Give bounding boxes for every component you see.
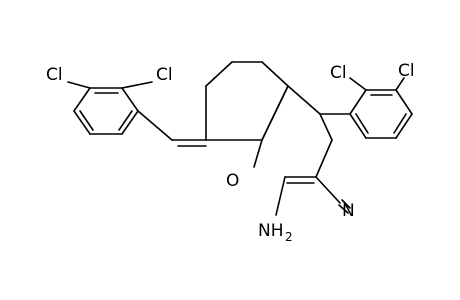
amino-nh-label: NH: [258, 221, 284, 241]
fusion-double-bond: [261, 85, 289, 141]
right-para-chloro-bond: [395, 77, 405, 91]
benzylidene-bond: [137, 110, 173, 141]
ring-oxygen-label: O: [226, 171, 239, 191]
nitrile-nitrogen-label: N: [342, 201, 355, 221]
pyran-ring: [253, 85, 333, 184]
right-ortho-chloro-bond: [349, 77, 367, 91]
left-ortho-chlorine-label: Cl: [156, 65, 173, 85]
left-ortho-chloro-bond: [121, 81, 153, 89]
nitrile-triple-1: [341, 199, 351, 209]
cyclohexene-ring: [205, 61, 289, 141]
amino-subscript-label: 2: [285, 230, 293, 244]
nitrile-triple-2: [338, 204, 349, 214]
left-dichlorophenyl-ring: [73, 87, 139, 135]
left-para-chlorine-label: Cl: [46, 65, 63, 85]
c2-amino-bond: [275, 176, 286, 216]
c3-nitrile-bond: [315, 176, 341, 204]
left-para-chloro-bond: [67, 81, 91, 89]
right-dichlorophenyl-ring: [349, 89, 413, 139]
right-para-chlorine-label: Cl: [398, 61, 415, 81]
right-ortho-chlorine-label: Cl: [330, 63, 347, 83]
amino-group-label: NH 2: [258, 221, 293, 244]
